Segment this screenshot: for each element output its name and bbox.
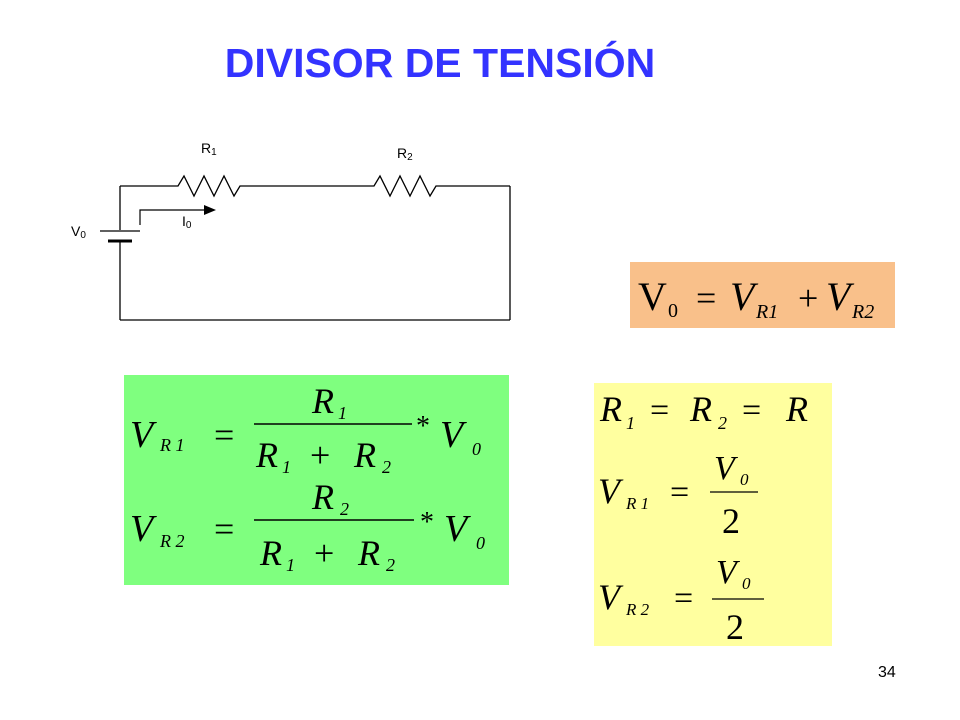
vr2-den-a: R — [259, 533, 282, 573]
line1-r2: R — [689, 389, 712, 429]
vr1-den-b-sub: 2 — [382, 457, 391, 477]
current-arrow-line — [139, 209, 206, 225]
vr2-den-a-sub: 1 — [286, 555, 295, 575]
resistor-r1 — [158, 174, 248, 198]
vr1-equals: = — [214, 415, 234, 455]
eq-vr1-equals: = — [670, 474, 689, 511]
sum-plus: + — [798, 278, 818, 318]
sum-lhs-sub: 0 — [668, 300, 678, 322]
line1-r1-sub: 1 — [626, 413, 635, 433]
line1-r: R — [785, 389, 808, 429]
vr2-v0: V — [444, 508, 471, 550]
vr1-v0: V — [440, 414, 467, 456]
eq-vr2-symbol: V — [598, 577, 624, 617]
sum-lhs: V — [638, 274, 667, 319]
vr1-times: * — [416, 411, 430, 442]
kirchhoff-sum-equation: V 0 = V R1 + V R2 — [630, 262, 895, 328]
vr2-times: * — [420, 507, 434, 538]
eq-vr2-den: 2 — [726, 607, 744, 646]
circuit-diagram: R1 R2 V0 I0 — [71, 140, 511, 321]
vr1-den-b: R — [353, 435, 376, 475]
sum-equals: = — [696, 278, 716, 318]
eq-vr2-equals: = — [674, 580, 693, 617]
current-arrow-head — [204, 205, 216, 215]
vr1-numerator-sub: 1 — [338, 403, 347, 423]
slide-title: DIVISOR DE TENSIÓN — [224, 40, 656, 86]
r1-label: R1 — [201, 140, 217, 158]
vr1-numerator: R — [311, 381, 334, 421]
page-number: 34 — [878, 664, 896, 681]
line1-eq1: = — [650, 392, 669, 429]
line1-r1: R — [599, 389, 622, 429]
general-equations-svg: V R 1 = R 1 R 1 + R 2 * V 0 V R 2 = R 2 … — [130, 381, 485, 575]
vr2-v0-sub: 0 — [476, 533, 485, 553]
vr1-v0-sub: 0 — [472, 439, 481, 459]
vr1-den-a-sub: 1 — [282, 457, 291, 477]
vr2-numerator: R — [311, 477, 334, 517]
line1-r2-sub: 2 — [718, 413, 727, 433]
eq-vr1-num-sub: 0 — [740, 470, 749, 489]
vr2-numerator-sub: 2 — [340, 499, 349, 519]
r2-label: R2 — [397, 145, 413, 163]
vr1-den-plus: + — [310, 435, 330, 475]
vr2-equals: = — [214, 509, 234, 549]
vr2-symbol: V — [130, 508, 157, 550]
vr2-den-b-sub: 2 — [386, 555, 395, 575]
vr2-sub: R 2 — [159, 531, 185, 551]
general-divider-equations: V R 1 = R 1 R 1 + R 2 * V 0 V R 2 = R 2 … — [124, 375, 509, 585]
sum-term1: V — [730, 274, 759, 319]
eq-vr1-sub: R 1 — [625, 494, 649, 513]
equal-resistor-equations: R 1 = R 2 = R V R 1 = V 0 2 V R 2 = V 0 … — [594, 383, 832, 647]
eq-vr2-num: V — [716, 554, 741, 591]
vr2-den-plus: + — [314, 533, 334, 573]
sum-term2: V — [826, 274, 855, 319]
eq-vr1-den: 2 — [722, 501, 740, 541]
sum-equation-svg: V 0 = V R1 + V R2 — [638, 274, 874, 323]
v0-label: V0 — [71, 223, 86, 241]
sum-term2-sub: R2 — [851, 301, 874, 323]
eq-vr1-symbol: V — [598, 471, 624, 511]
eq-vr2-num-sub: 0 — [742, 574, 751, 593]
vr1-symbol: V — [130, 414, 157, 456]
vr1-den-a: R — [255, 435, 278, 475]
i0-label: I0 — [182, 213, 192, 231]
eq-vr1-num: V — [714, 450, 739, 487]
equal-equations-svg: R 1 = R 2 = R V R 1 = V 0 2 V R 2 = V 0 … — [598, 389, 808, 647]
sum-term1-sub: R1 — [755, 301, 778, 323]
line1-eq2: = — [742, 392, 761, 429]
resistor-r2 — [368, 174, 510, 198]
vr2-den-b: R — [357, 533, 380, 573]
vr1-sub: R 1 — [159, 435, 185, 455]
eq-vr2-sub: R 2 — [625, 600, 650, 619]
